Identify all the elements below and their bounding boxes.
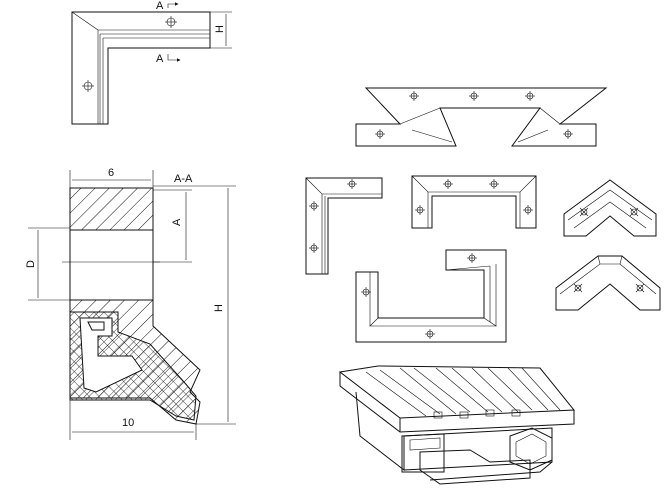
section-marker-top: A [156, 0, 179, 12]
mount-hole-icon [409, 91, 419, 101]
mount-hole-icon [573, 283, 583, 293]
mount-hole-icon [443, 179, 453, 189]
mount-hole-icon [309, 243, 319, 253]
dimension-a: A [153, 189, 192, 263]
u-wiper [411, 175, 537, 229]
small-l-wiper [305, 177, 383, 275]
mount-hole-icon [165, 16, 177, 28]
chevron-wiper-top [563, 179, 657, 237]
dimension-10: 10 [69, 400, 197, 440]
section-view-aa: A-A 6 D A [25, 167, 236, 440]
top-view-l-wiper: A A H [71, 0, 232, 125]
dimension-d: D [25, 227, 70, 301]
mount-hole-icon [467, 253, 477, 263]
section-marker-bottom: A [156, 53, 181, 65]
mount-hole-icon [375, 129, 385, 139]
section-title: A-A [174, 173, 193, 185]
section-marker-label: A [156, 0, 164, 12]
mount-hole-icon [563, 129, 573, 139]
mount-hole-icon [82, 80, 94, 92]
mount-hole-icon [469, 91, 479, 101]
mount-hole-icon [415, 205, 425, 215]
mount-hole-icon [579, 207, 589, 217]
mount-hole-icon [489, 179, 499, 189]
large-u-wiper [355, 249, 507, 343]
mount-hole-icon [525, 91, 535, 101]
mount-hole-icon [629, 207, 639, 217]
dimension-h: H [153, 185, 236, 425]
mount-hole-icon [635, 283, 645, 293]
v-wiper [355, 87, 608, 147]
mount-hole-icon [425, 329, 435, 339]
mount-hole-icon [347, 179, 357, 189]
dimension-label: 10 [122, 417, 134, 429]
chevron-wiper-bottom [555, 255, 661, 311]
dimension-label: D [25, 260, 37, 268]
dimension-label: H [213, 304, 225, 312]
mount-hole-icon [361, 287, 371, 297]
dimension-h-top: H [210, 11, 232, 49]
dimension-label: A [171, 218, 183, 226]
mount-hole-icon [309, 201, 319, 211]
dimension-label: 6 [108, 167, 114, 179]
machine-table-assembly [338, 365, 576, 485]
section-marker-label: A [156, 53, 164, 65]
mount-hole-icon [523, 205, 533, 215]
dimension-6: 6 [69, 167, 154, 188]
dimension-label: H [214, 25, 226, 33]
